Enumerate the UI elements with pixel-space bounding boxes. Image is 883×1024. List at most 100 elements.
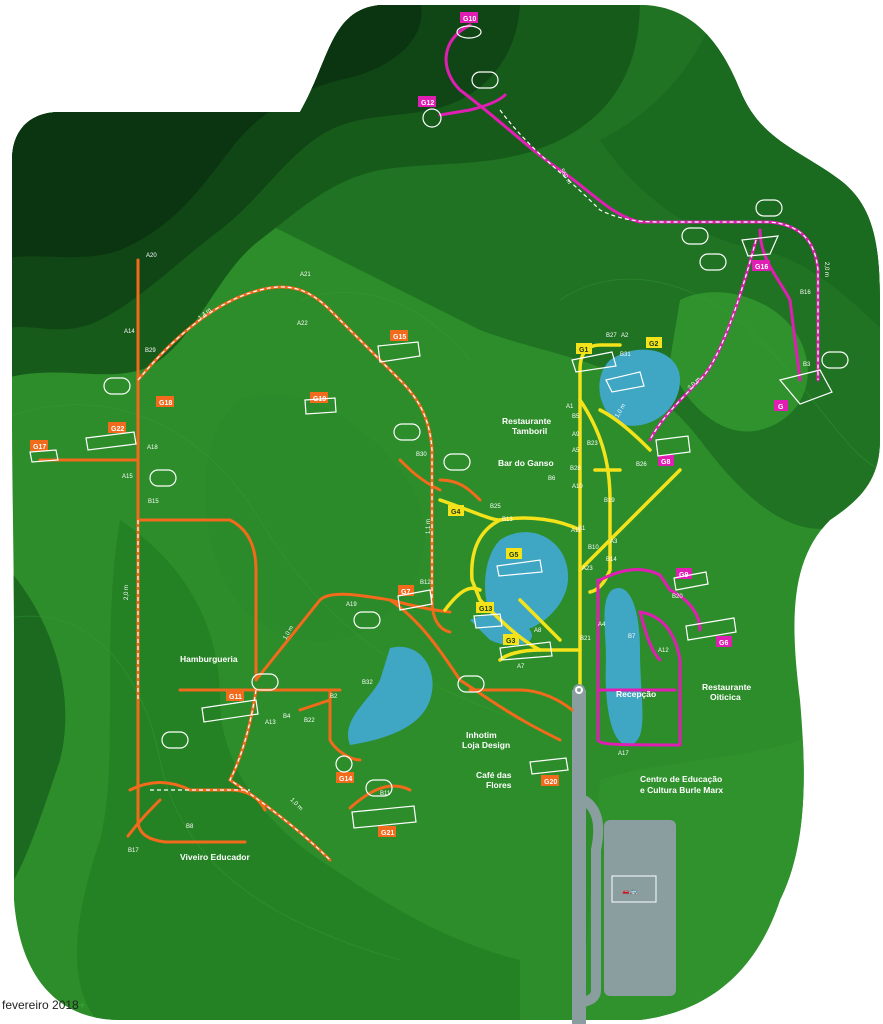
- stop-b10: B10: [588, 545, 599, 551]
- gallery-badge-g1: G1: [576, 343, 592, 354]
- stop-b12: B12: [420, 580, 431, 586]
- stop-b30: B30: [416, 452, 427, 458]
- gallery-badge-g5: G5: [506, 548, 522, 559]
- stop-b23: B23: [587, 441, 598, 447]
- stop-a13: A13: [265, 720, 276, 726]
- gallery-badge-g16: G16: [752, 260, 770, 271]
- stop-b17: B17: [128, 848, 139, 854]
- stop-a3: A3: [610, 539, 618, 545]
- stop-a20: A20: [146, 253, 157, 259]
- magenta-route: [438, 23, 820, 747]
- stop-a5: A5: [572, 448, 580, 454]
- gallery-badge-g2: G2: [646, 337, 662, 348]
- stop-b4: B4: [283, 714, 291, 720]
- place-labels: Restaurante Tamboril Bar do Ganso Hambur…: [180, 416, 751, 862]
- stop-b22: B22: [304, 718, 315, 724]
- svg-text:G5: G5: [509, 552, 518, 559]
- hamburgueria-label: Hamburgueria: [180, 654, 238, 664]
- stop-a12: A12: [658, 648, 669, 654]
- stop-b6: B6: [548, 476, 556, 482]
- gallery-badge-g9: G9: [676, 568, 692, 579]
- access-road: 🚗🚌: [572, 690, 676, 1024]
- gallery-badge-g21: G21: [378, 826, 396, 837]
- stop-a14: A14: [124, 329, 135, 335]
- svg-text:G17: G17: [33, 444, 46, 451]
- gallery-badge-g15: G15: [390, 330, 408, 341]
- cafe-label-1: Café das: [476, 770, 512, 780]
- stop-a9: A9: [572, 432, 580, 438]
- svg-text:G13: G13: [479, 606, 492, 613]
- svg-text:G18: G18: [159, 400, 172, 407]
- centro-label-2: e Cultura Burle Marx: [640, 785, 723, 795]
- recepcao-label: Recepção: [616, 689, 656, 699]
- svg-text:G12: G12: [421, 100, 434, 107]
- stop-b1: B1: [578, 526, 586, 532]
- magenta-route-dash: [499, 109, 819, 441]
- gallery-badge-g13: G13: [476, 602, 494, 613]
- svg-text:G9: G9: [679, 572, 688, 579]
- inhotim-label-1: Inhotim: [466, 730, 497, 740]
- stop-a21: A21: [300, 272, 311, 278]
- stop-b15: B15: [148, 499, 159, 505]
- stop-a7: A7: [517, 664, 525, 670]
- svg-text:G20: G20: [544, 779, 557, 786]
- gallery-badge-g7: G7: [398, 585, 414, 596]
- lake-g2: [599, 349, 680, 426]
- stop-b31: B31: [620, 352, 631, 358]
- stop-b27: B27: [606, 333, 617, 339]
- stop-b7: B7: [628, 634, 636, 640]
- building-icons: [29, 25, 833, 829]
- lake-g5: [485, 532, 569, 632]
- svg-text:G2: G2: [649, 341, 658, 348]
- distance-f: 1,1 m: [426, 519, 432, 534]
- distance-d: 2,0 m: [124, 585, 130, 600]
- restaurante-oiticica-label-2: Oiticica: [710, 692, 741, 702]
- stop-a11: A11: [571, 528, 582, 534]
- gallery-badge-g10: G10: [460, 12, 478, 23]
- svg-text:G14: G14: [339, 776, 352, 783]
- svg-text:G21: G21: [381, 830, 394, 837]
- stop-b21: B21: [580, 636, 591, 642]
- gallery-badge-g8: G8: [658, 455, 674, 466]
- gallery-badge-g4: G4: [448, 505, 464, 516]
- gallery-badge-g12: G12: [418, 96, 436, 107]
- gallery-badge-g17: G17: [30, 440, 48, 451]
- stop-a17: A17: [618, 751, 629, 757]
- stop-a2: A2: [621, 333, 629, 339]
- parking-lot: [604, 820, 676, 996]
- footer-date: fevereiro 2018+: [2, 998, 86, 1012]
- gallery-badge-g18: G18: [156, 396, 174, 407]
- restaurante-tamboril-label-1: Restaurante: [502, 416, 551, 426]
- stop-b28: B28: [570, 466, 581, 472]
- cafe-label-2: Flores: [486, 780, 512, 790]
- inhotim-label-2: Loja Design: [462, 740, 510, 750]
- stop-a1: A1: [566, 404, 574, 410]
- lake-recepcao: [604, 588, 643, 746]
- svg-text:G22: G22: [111, 426, 124, 433]
- restaurante-oiticica-label-1: Restaurante: [702, 682, 751, 692]
- svg-text:G4: G4: [451, 509, 460, 516]
- stop-a19: A19: [346, 602, 357, 608]
- stop-b32: B32: [362, 680, 373, 686]
- stop-b29: B29: [145, 348, 156, 354]
- stop-a10: A10: [572, 484, 583, 490]
- svg-text:G11: G11: [229, 694, 242, 701]
- stop-codes: A1 A2 A3 A4 A5 A7 A8 A9 A10 A11 A12 A13 …: [122, 253, 811, 854]
- shuttle-stops: [103, 71, 849, 797]
- stop-b25: B25: [490, 504, 501, 510]
- stop-b20: B20: [672, 594, 683, 600]
- entrance-marker: [573, 684, 585, 696]
- stop-a23: A23: [582, 566, 593, 572]
- centro-label-1: Centro de Educação: [640, 774, 722, 784]
- stop-a18: A18: [147, 445, 158, 451]
- parking-icon: 🚗🚌: [622, 889, 637, 895]
- stop-b2: B2: [330, 694, 338, 700]
- svg-text:G16: G16: [755, 264, 768, 271]
- gallery-badge-g19: G19: [310, 392, 328, 403]
- svg-text:G15: G15: [393, 334, 406, 341]
- lakes: [347, 349, 680, 746]
- stop-b14: B14: [606, 557, 617, 563]
- svg-text:G: G: [778, 404, 784, 411]
